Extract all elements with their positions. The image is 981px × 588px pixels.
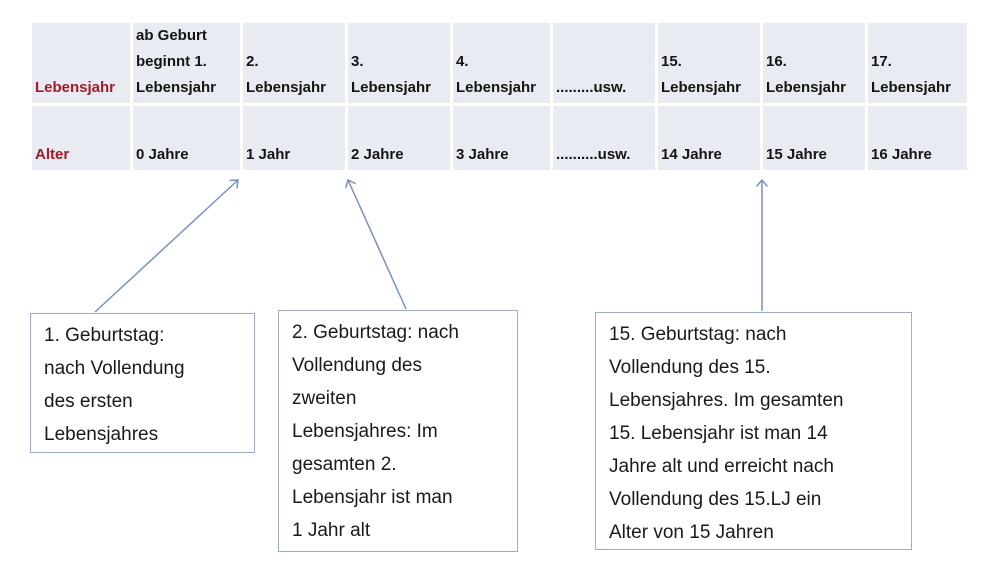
callout-1-geburtstag: 1. Geburtstag: nach Vollendung des erste… [30, 313, 255, 453]
lebensjahr-cell-16: 16. Lebensjahr [763, 23, 865, 103]
row-label-lebensjahr: Lebensjahr [32, 23, 130, 103]
row-label-alter: Alter [32, 106, 130, 170]
lebensjahr-alter-table: Lebensjahr ab Geburt beginnt 1. Lebensja… [32, 23, 967, 170]
lebensjahr-cell-2: 2. Lebensjahr [243, 23, 345, 103]
alter-cell-0: 0 Jahre [133, 106, 240, 170]
lebensjahr-cell-1: ab Geburt beginnt 1. Lebensjahr [133, 23, 240, 103]
alter-cell-2: 2 Jahre [348, 106, 450, 170]
alter-cell-16: 16 Jahre [868, 106, 967, 170]
alter-cell-usw: ..........usw. [553, 106, 655, 170]
alter-cell-3: 3 Jahre [453, 106, 550, 170]
arrow-callout1-to-1-jahr [94, 179, 239, 313]
lebensjahr-cell-3: 3. Lebensjahr [348, 23, 450, 103]
alter-cell-14: 14 Jahre [658, 106, 760, 170]
callout-15-geburtstag: 15. Geburtstag: nach Vollendung des 15. … [595, 312, 912, 550]
alter-cell-1: 1 Jahr [243, 106, 345, 170]
lebensjahr-cell-usw: .........usw. [553, 23, 655, 103]
callout-2-geburtstag: 2. Geburtstag: nach Vollendung des zweit… [278, 310, 518, 552]
arrow-callout2-to-2-jahre [345, 178, 407, 310]
alter-cell-15: 15 Jahre [763, 106, 865, 170]
lebensjahr-cell-4: 4. Lebensjahr [453, 23, 550, 103]
lebensjahr-cell-15: 15. Lebensjahr [658, 23, 760, 103]
lebensjahr-cell-17: 17. Lebensjahr [868, 23, 967, 103]
